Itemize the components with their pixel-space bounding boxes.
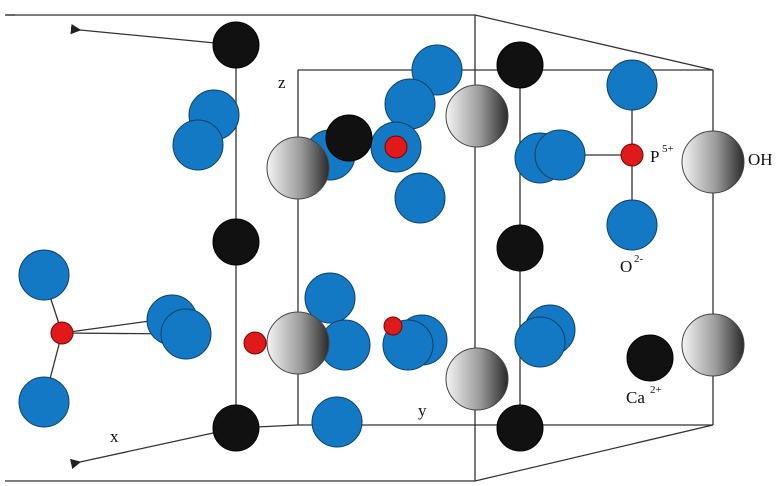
calcium-atom <box>496 41 544 89</box>
hydroxyl-groups <box>266 84 745 411</box>
phosphorus-label: P <box>650 147 659 166</box>
oxygen-atom <box>304 272 356 324</box>
oxygen-atom <box>606 59 658 111</box>
hydroxyl-sphere <box>681 130 745 194</box>
phosphorus-atoms <box>50 135 644 355</box>
oxygen-atom <box>18 249 70 301</box>
hydroxyl-sphere <box>681 313 745 377</box>
calcium-atom <box>496 224 544 272</box>
oxygen-atom <box>160 308 212 360</box>
axis-arrow-x <box>70 427 237 470</box>
phosphorus-atom <box>620 143 644 167</box>
phosphorus-atom <box>50 321 74 345</box>
edge-bottom-right-diagonal <box>474 424 714 482</box>
hydroxyl-sphere <box>445 347 509 411</box>
axis-arrows <box>6 14 237 470</box>
calcium-atom <box>325 114 373 162</box>
oh-label: OH <box>748 150 773 169</box>
oxygen-atom <box>534 129 586 181</box>
oxygen-label: O <box>620 257 632 276</box>
axis-label-x: x <box>110 427 119 446</box>
oxygen-charge-label: 2- <box>634 253 644 265</box>
phosphorus-atom <box>384 135 408 159</box>
calcium-label: Ca <box>626 388 645 407</box>
oxygen-atom <box>172 119 224 171</box>
oxygen-atom <box>394 172 446 224</box>
species-labels: OH P 5+ O 2- Ca 2+ <box>620 143 773 407</box>
calcium-atom <box>496 404 544 452</box>
axis-arrow-top <box>70 23 237 46</box>
hydroxyl-sphere <box>445 84 509 148</box>
oxygen-atom <box>606 199 658 251</box>
calcium-atom <box>626 334 674 382</box>
phosphorus-atom <box>243 331 267 355</box>
oxygen-atom <box>384 78 436 130</box>
oxygen-atom <box>18 376 70 428</box>
axis-label-z: z <box>278 73 286 92</box>
oxygen-atom <box>311 396 363 448</box>
calcium-charge-label: 2+ <box>650 384 662 396</box>
phosphorus-charge-label: 5+ <box>662 143 674 155</box>
axis-label-y: y <box>418 401 427 420</box>
axis-labels: z x y <box>110 73 427 446</box>
calcium-atom <box>212 21 260 69</box>
calcium-atom <box>212 218 260 266</box>
oxygen-atoms <box>18 44 658 448</box>
calcium-atom <box>212 404 260 452</box>
phosphorus-atom <box>383 316 403 336</box>
edge-top-right-diagonal <box>474 14 714 71</box>
hydroxyl-sphere <box>266 136 330 200</box>
hydroxyl-sphere <box>266 311 330 375</box>
oxygen-atom <box>514 316 566 368</box>
oxygen-atom <box>411 44 463 96</box>
calcium-atoms <box>212 21 674 452</box>
